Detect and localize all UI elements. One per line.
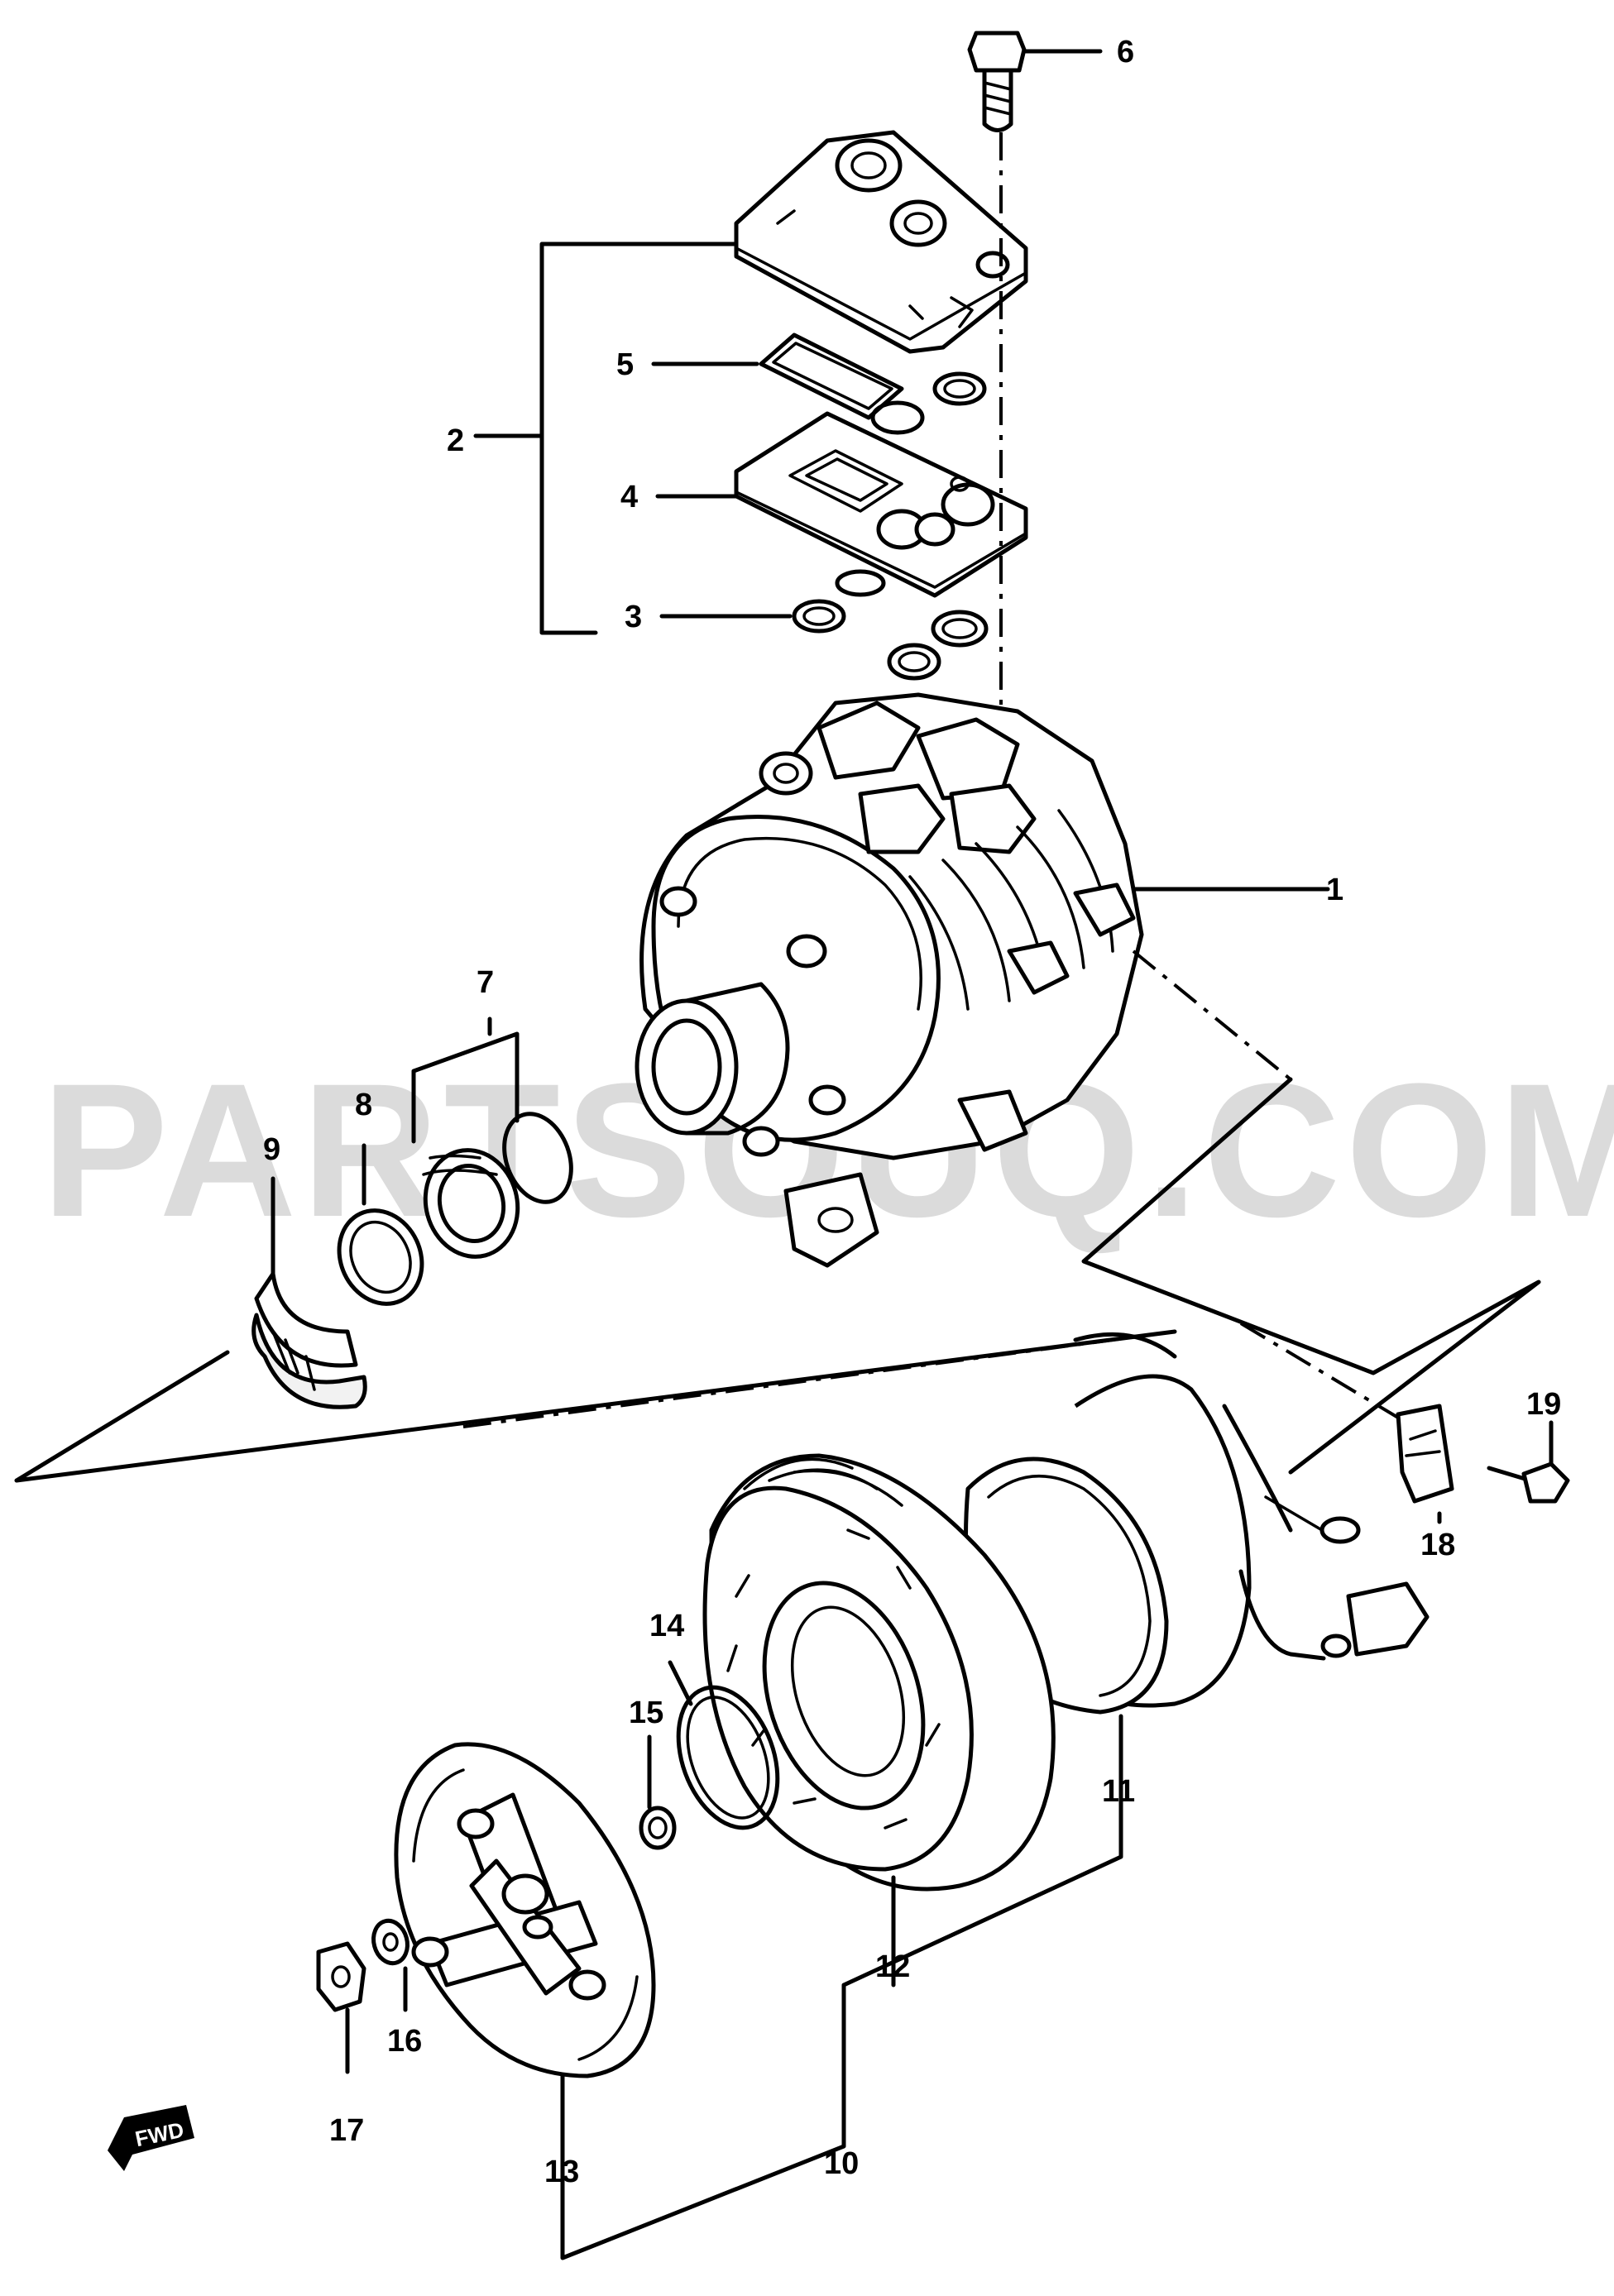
part-14-snap-ring[interactable]	[660, 1673, 796, 1841]
fwd-arrow-badge: FWD	[108, 2105, 194, 2171]
alignment-line-right	[1132, 949, 1292, 1081]
part-9-shims[interactable]	[251, 1271, 367, 1409]
alignment-line-18	[1239, 1322, 1408, 1424]
callout-17: 17	[329, 2113, 364, 2148]
part-5-gasket[interactable]	[759, 332, 904, 420]
callout-18: 18	[1420, 1528, 1455, 1562]
bracket-2	[473, 242, 739, 635]
callout-9: 9	[263, 1132, 280, 1167]
callout-labels: 6 5 2 4 3 1 7 8 9 19 18 14 15 11 12 16 1…	[263, 35, 1561, 2189]
part-15-washer[interactable]	[639, 1806, 677, 1850]
callout-13: 13	[544, 2155, 579, 2189]
bracket-7	[411, 1016, 520, 1144]
callout-6: 6	[1117, 35, 1134, 69]
part-7-shaft-seal[interactable]	[414, 1104, 582, 1267]
part-8-snap-ring[interactable]	[324, 1197, 437, 1318]
bracket-10	[560, 1747, 1123, 2260]
callout-10: 10	[824, 2146, 859, 2181]
callout-14: 14	[649, 1609, 684, 1643]
part-17-nut[interactable]	[316, 1941, 366, 2012]
callout-2: 2	[447, 423, 464, 458]
callout-12: 12	[875, 1949, 910, 1984]
callout-16: 16	[387, 2024, 422, 2059]
part-13-armature-plate[interactable]	[394, 1742, 656, 2078]
callout-8: 8	[355, 1088, 372, 1122]
part-18-bracket[interactable]	[1396, 1404, 1454, 1504]
callout-5: 5	[616, 347, 634, 382]
callout-15: 15	[629, 1696, 663, 1730]
projection-line-right	[1081, 1077, 1541, 1475]
part-19-screw[interactable]	[1487, 1461, 1570, 1504]
part-4-valve-plate[interactable]	[734, 411, 1028, 598]
part-12-pulley[interactable]	[702, 1453, 1056, 1892]
leader-14	[668, 1660, 693, 1706]
callout-1: 1	[1326, 873, 1343, 907]
callout-11: 11	[1102, 1774, 1135, 1809]
callout-4: 4	[620, 480, 638, 514]
o-ring-set-upper[interactable]	[870, 371, 987, 435]
part-2-cover-plate[interactable]	[734, 130, 1028, 354]
callout-3: 3	[625, 600, 642, 634]
part-6-bolt[interactable]	[967, 31, 1027, 132]
part-16-washer[interactable]	[369, 1917, 412, 1968]
projection-line-left	[14, 1329, 1177, 1483]
callout-19: 19	[1526, 1387, 1561, 1422]
part-3-o-rings[interactable]	[792, 569, 989, 681]
part-1-compressor[interactable]	[635, 692, 1144, 1268]
projection-dashdot-left	[462, 1330, 1176, 1428]
callout-7: 7	[477, 965, 494, 1000]
